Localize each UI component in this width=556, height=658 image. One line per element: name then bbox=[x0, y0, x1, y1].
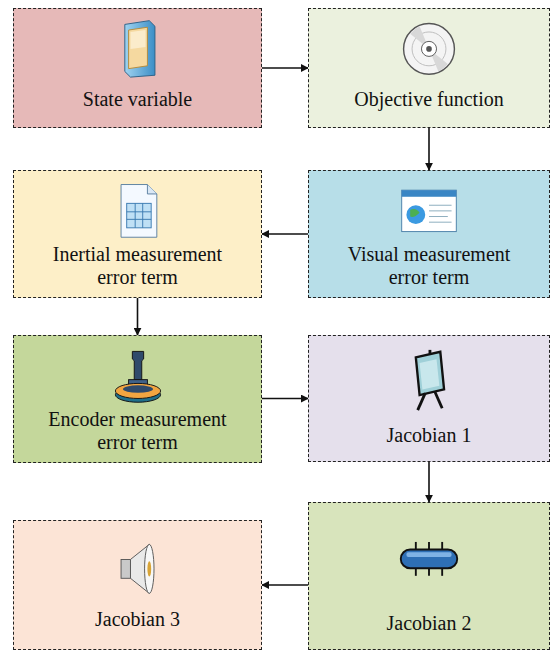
flow-arrow bbox=[137, 298, 139, 335]
node-icon bbox=[106, 15, 170, 79]
node-icon bbox=[106, 342, 170, 406]
state-box: State variable bbox=[13, 8, 262, 128]
flow-arrow bbox=[262, 398, 308, 400]
node-label: Inertial measurement error term bbox=[35, 243, 240, 289]
jacobian-box: Jacobian 2 bbox=[308, 502, 550, 650]
inertial-error-box: Inertial measurement error term bbox=[13, 170, 262, 298]
flow-arrow bbox=[262, 233, 308, 235]
node-label: Objective function bbox=[354, 88, 503, 111]
jacobian-box: Jacobian 3 bbox=[13, 520, 262, 650]
visual-error-box: Visual measurement error term bbox=[308, 170, 550, 298]
node-icon bbox=[397, 348, 461, 412]
flow-arrow bbox=[428, 128, 430, 170]
jacobian-box: Jacobian 1 bbox=[308, 335, 550, 462]
node-label: Jacobian 3 bbox=[95, 608, 180, 631]
node-icon bbox=[397, 525, 461, 589]
node-icon bbox=[106, 535, 170, 599]
flow-arrow bbox=[262, 584, 308, 586]
flow-arrow bbox=[428, 462, 430, 502]
node-icon bbox=[106, 177, 170, 241]
node-icon bbox=[397, 15, 461, 79]
node-label: Jacobian 1 bbox=[387, 424, 472, 447]
node-label: Encoder measurement error term bbox=[35, 408, 240, 454]
node-label: State variable bbox=[83, 88, 192, 111]
flow-arrow bbox=[262, 67, 308, 69]
node-label: Visual measurement error term bbox=[327, 243, 532, 289]
node-icon bbox=[397, 177, 461, 241]
objective-box: Objective function bbox=[308, 8, 550, 128]
encoder-error-box: Encoder measurement error term bbox=[13, 335, 262, 463]
node-label: Jacobian 2 bbox=[387, 612, 472, 635]
